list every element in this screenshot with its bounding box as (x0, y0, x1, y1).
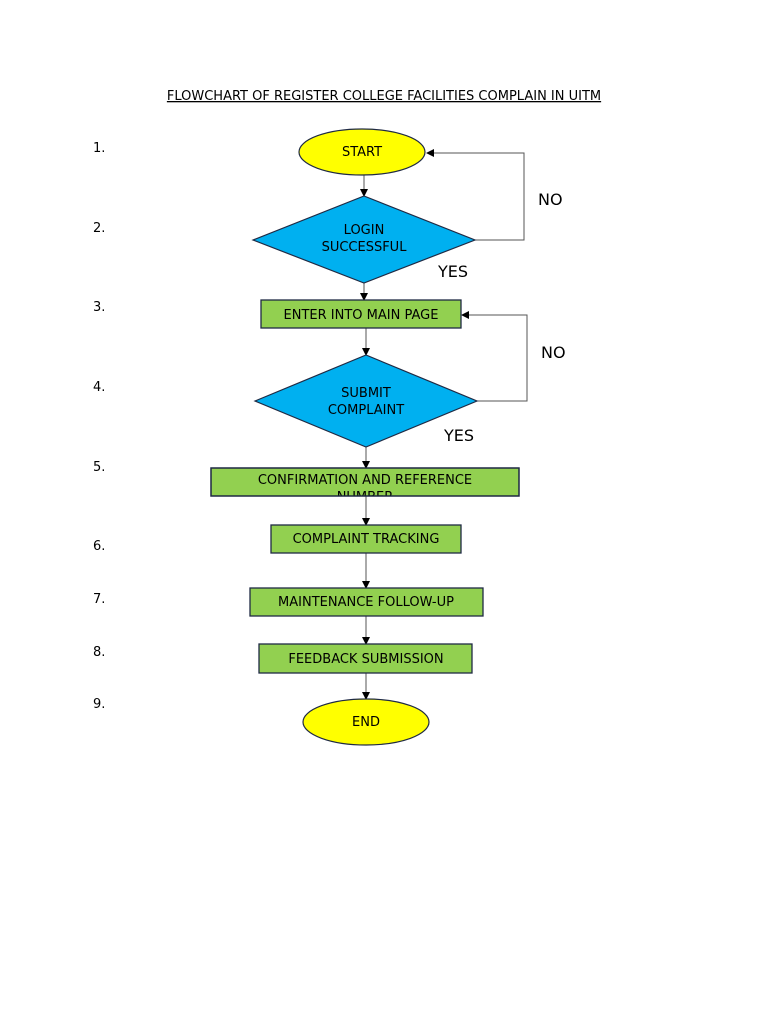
maintenance-node: MAINTENANCE FOLLOW-UP (249, 587, 484, 617)
step-number-8: 8. (93, 645, 105, 660)
step-number-4: 4. (93, 380, 105, 395)
submit-decision: SUBMIT COMPLAINT (253, 354, 479, 448)
main-page-node: ENTER INTO MAIN PAGE (260, 299, 462, 329)
maintenance-label: MAINTENANCE FOLLOW-UP (278, 595, 454, 610)
step-number-7: 7. (93, 592, 105, 607)
login-label-line1: LOGIN (344, 223, 385, 238)
tracking-node: COMPLAINT TRACKING (270, 524, 462, 554)
login-yes-label: YES (437, 262, 468, 281)
flowchart-title: FLOWCHART OF REGISTER COLLEGE FACILITIES… (167, 89, 601, 104)
connectors (360, 149, 528, 700)
submit-label-line1: SUBMIT (341, 386, 391, 401)
tracking-label: COMPLAINT TRACKING (293, 532, 440, 547)
confirmation-label-line1: CONFIRMATION AND REFERENCE (258, 473, 472, 488)
start-node: START (298, 128, 426, 176)
step-number-3: 3. (93, 300, 105, 315)
step-numbers: 1. 2. 3. 4. 5. 6. 7. 8. 9. (93, 141, 105, 712)
login-decision: LOGIN SUCCESSFUL (251, 195, 477, 284)
end-label: END (352, 715, 380, 730)
step-number-2: 2. (93, 221, 105, 236)
main-page-label: ENTER INTO MAIN PAGE (284, 308, 439, 323)
end-node: END (302, 698, 430, 746)
arrow-submit-no-loop (461, 311, 528, 402)
step-number-6: 6. (93, 539, 105, 554)
feedback-label: FEEDBACK SUBMISSION (288, 652, 443, 667)
start-label: START (342, 145, 382, 160)
confirmation-node: CONFIRMATION AND REFERENCE NUMBER (210, 467, 520, 505)
step-number-9: 9. (93, 697, 105, 712)
submit-yes-label: YES (443, 426, 474, 445)
confirmation-label-line2: NUMBER (337, 490, 394, 505)
login-label-line2: SUCCESSFUL (322, 240, 408, 255)
step-number-1: 1. (93, 141, 105, 156)
feedback-node: FEEDBACK SUBMISSION (258, 643, 473, 674)
submit-label-line2: COMPLAINT (328, 403, 404, 418)
arrow-login-no-loop (426, 149, 525, 241)
login-no-label: NO (538, 190, 563, 209)
step-number-5: 5. (93, 460, 105, 475)
submit-no-label: NO (541, 343, 566, 362)
